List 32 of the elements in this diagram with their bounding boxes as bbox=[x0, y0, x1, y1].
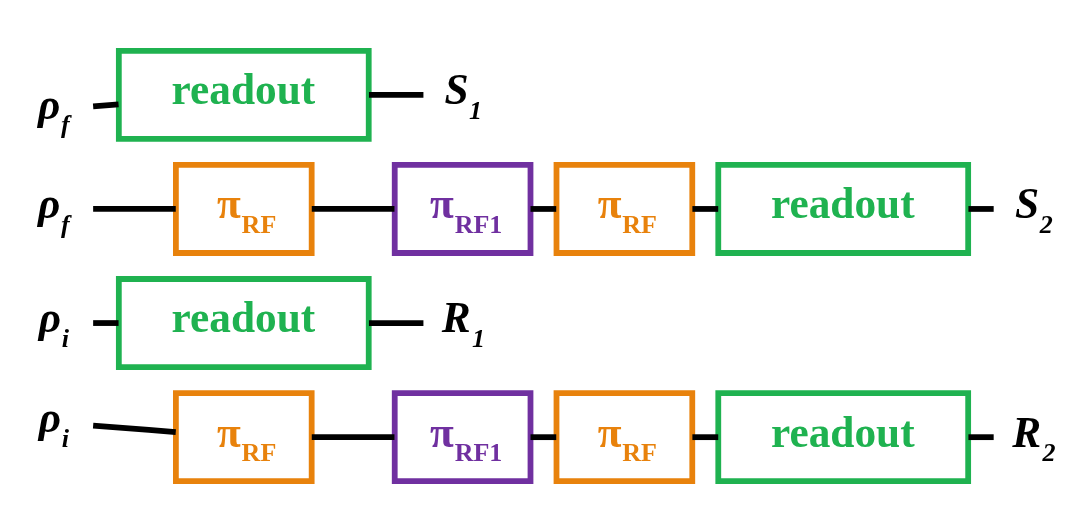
connector bbox=[92, 101, 119, 109]
node-box: π$_{RF}$ bbox=[553, 161, 696, 256]
connector bbox=[368, 319, 424, 326]
node-box: readout bbox=[715, 389, 972, 484]
node-box: π$_{RF1}$ bbox=[391, 389, 534, 484]
node-text: ρ$_{f}$ bbox=[37, 79, 70, 139]
connector bbox=[93, 205, 176, 212]
connector bbox=[968, 205, 994, 212]
node-text: S$_{1}$ bbox=[444, 64, 483, 125]
connector bbox=[692, 205, 719, 212]
connector bbox=[92, 422, 176, 435]
connector bbox=[530, 433, 557, 440]
node-text: ρ$_{i}$ bbox=[38, 392, 70, 453]
connector bbox=[530, 205, 557, 212]
node-box: readout bbox=[115, 47, 372, 142]
connector bbox=[93, 319, 119, 326]
node-box: π$_{RF}$ bbox=[553, 389, 696, 484]
node-text: ρ$_{i}$ bbox=[38, 292, 70, 353]
connector bbox=[311, 433, 395, 440]
node-box: readout bbox=[715, 161, 972, 256]
node-text: R$_{1}$ bbox=[441, 292, 485, 353]
connector bbox=[368, 91, 424, 98]
node-text: S$_{2}$ bbox=[1015, 178, 1053, 239]
node-text: ρ$_{f}$ bbox=[37, 178, 70, 239]
connector bbox=[968, 433, 994, 440]
node-box: π$_{RF1}$ bbox=[391, 161, 534, 256]
node-box: readout bbox=[115, 275, 372, 370]
node-box: π$_{RF}$ bbox=[173, 389, 315, 484]
node-text: R$_{2}$ bbox=[1012, 407, 1056, 467]
connector bbox=[311, 205, 395, 212]
node-box: π$_{RF}$ bbox=[173, 161, 315, 256]
connector bbox=[692, 433, 719, 440]
